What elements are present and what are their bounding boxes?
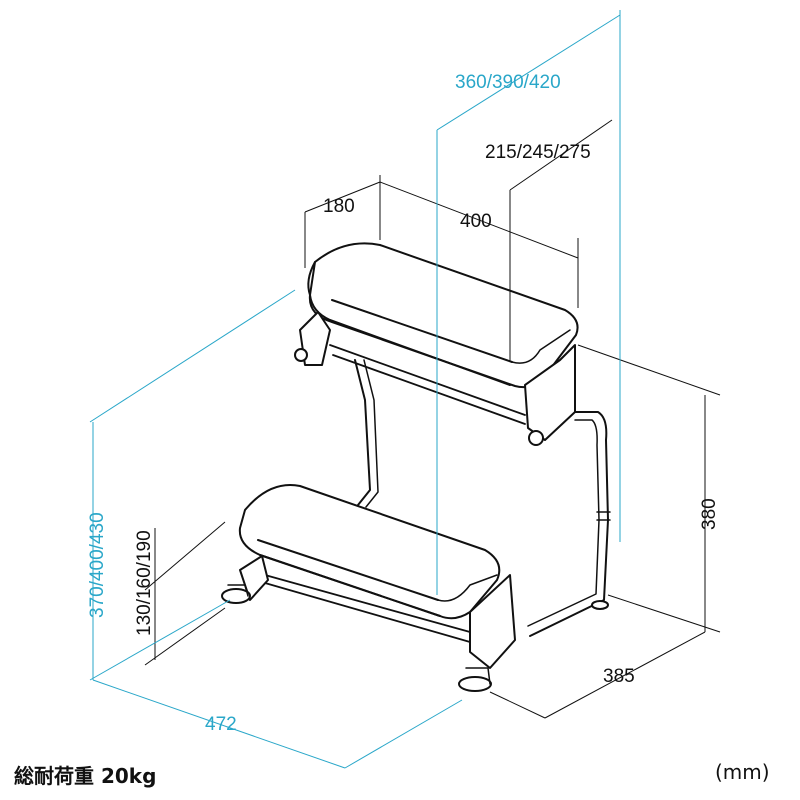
top-crossbar [329,344,526,425]
dim-line-base-depth [489,631,706,719]
label-lower-height: 130/160/190 [134,530,155,636]
dim-line-base-height [577,344,721,633]
dim-line-top-depth [304,175,381,268]
unit-caption: (mm) [715,760,770,784]
label-base-height: 380 [699,498,720,530]
cyan-dimension-lines [89,10,621,769]
lower-crossbar [264,574,471,643]
black-dimension-lines [144,119,721,719]
label-top-depth: 180 [323,196,355,217]
label-total-width: 472 [205,714,237,735]
right-frame-tube [529,411,609,637]
label-base-depth: 385 [603,666,635,687]
dim-line-depth-range [509,119,613,362]
label-top-width: 400 [460,211,492,232]
dim-line-total-width [92,679,463,769]
dim-line-total-height [89,289,296,681]
dim-line-top-width [379,181,579,308]
dimension-labels: 360/390/420 215/245/275 180 400 380 385 … [87,72,720,735]
label-total-height: 370/400/430 [87,512,108,618]
top-cushion [307,242,579,389]
upper-left-support-tube [354,359,371,506]
label-overall-height: 360/390/420 [455,72,561,93]
label-depth-range: 215/245/275 [485,142,591,163]
dim-line-overall-height [436,10,621,595]
footrest-illustration [221,242,611,692]
dim-line-lower-height [144,521,226,666]
lower-cushion [238,484,501,620]
load-capacity-caption: 総耐荷重 20kg [14,764,157,788]
